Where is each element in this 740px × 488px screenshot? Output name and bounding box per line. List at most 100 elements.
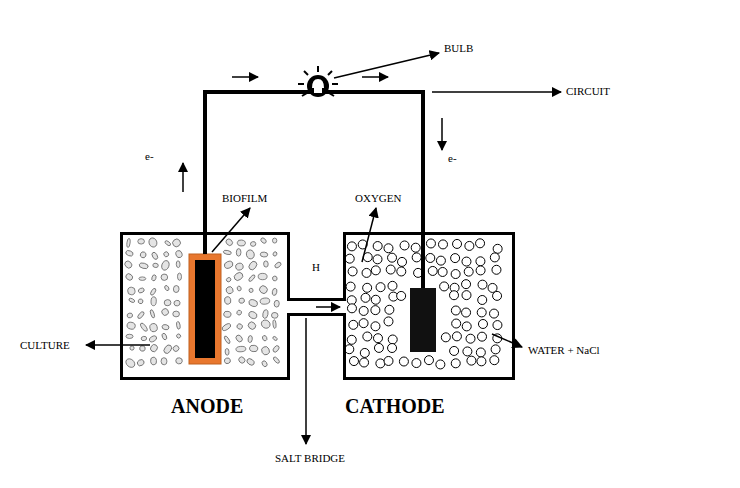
microbe (238, 356, 247, 365)
microbe (235, 334, 244, 343)
microbe (139, 262, 149, 269)
label: WATER + NaCl (528, 344, 600, 356)
microbe (175, 250, 183, 259)
oxygen-bubble (385, 305, 394, 314)
ion-flow-arrow (316, 306, 340, 308)
oxygen-bubble (347, 304, 356, 313)
oxygen-bubble (347, 335, 356, 344)
microbe (272, 238, 277, 243)
microbe (139, 251, 147, 259)
oxygen-bubble (374, 343, 383, 352)
label: OXYGEN (355, 192, 401, 204)
microbe (236, 346, 246, 352)
oxygen-bubble (463, 347, 472, 356)
microbe (161, 274, 168, 281)
salt-bridge-wall (289, 315, 345, 381)
oxygen-bubble (426, 253, 435, 262)
microbe (139, 322, 148, 332)
microbe (149, 323, 158, 333)
oxygen-bubble (452, 319, 461, 328)
oxygen-bubble (465, 241, 474, 250)
oxygen-bubble (348, 267, 357, 276)
leader-line (334, 53, 439, 78)
oxygen-bubble (493, 244, 502, 253)
electron-flow-arrow (362, 76, 388, 78)
oxygen-bubble (477, 308, 486, 317)
microbe (260, 298, 270, 305)
microbe (274, 300, 280, 307)
microbe (249, 288, 254, 293)
label-text: BULB (444, 42, 473, 54)
oxygen-bubble (388, 335, 397, 344)
microbe (223, 250, 232, 256)
microbe (176, 261, 180, 268)
oxygen-bubble (363, 283, 372, 292)
label-text: BIOFILM (222, 192, 267, 204)
oxygen-bubble (462, 322, 471, 331)
oxygen-bubble (359, 319, 368, 328)
microbe (171, 237, 182, 248)
label-text: CULTURE (20, 339, 70, 351)
oxygen-bubble (490, 309, 499, 318)
circuit-wire (205, 92, 423, 232)
microbe (260, 345, 271, 356)
microbe (177, 273, 181, 280)
oxygen-bubble (438, 240, 447, 249)
bulb-symbol (298, 66, 338, 97)
microbe (250, 241, 256, 247)
oxygen-bubble (493, 321, 502, 330)
chamber: CATHODE (343, 232, 515, 380)
oxygen-bubble (363, 332, 372, 341)
oxygen-bubble (361, 293, 370, 302)
microbe (128, 297, 135, 303)
microbe (249, 345, 258, 353)
microbe (272, 288, 278, 296)
oxygen-bubble (424, 356, 433, 365)
oxygen-bubble (345, 254, 354, 263)
wire (421, 232, 425, 288)
oxygen-bubble (376, 359, 385, 368)
oxygen-bubble (462, 291, 471, 300)
oxygen-bubble (412, 253, 421, 262)
oxygen-bubble (478, 319, 487, 328)
microbe (139, 345, 146, 352)
microbe (272, 251, 277, 257)
microbe (124, 357, 136, 369)
oxygen-bubble (490, 253, 499, 262)
microbe (272, 276, 277, 282)
oxygen-bubble (397, 291, 406, 300)
microbe (224, 296, 232, 305)
oxygen-bubble (376, 283, 385, 292)
label: SALT BRIDGE (275, 452, 345, 464)
microbe (248, 310, 258, 319)
oxygen-bubble (462, 280, 471, 289)
microbe (151, 274, 157, 281)
oxygen-bubble (478, 280, 487, 289)
oxygen-bubble (371, 322, 380, 331)
oxygen-bubble (436, 256, 445, 265)
leader-line (86, 344, 150, 346)
oxygen-bubble (388, 344, 397, 353)
oxygen-bubble (476, 348, 485, 357)
oxygen-bubble (388, 253, 397, 262)
oxygen-bubble (436, 360, 445, 369)
microbe (161, 307, 170, 316)
label-text: CIRCUIT (566, 85, 610, 97)
oxygen-bubble (450, 346, 459, 355)
oxygen-bubble (412, 359, 421, 368)
oxygen-bubble (360, 358, 369, 367)
microbe (173, 311, 180, 317)
microbe (271, 312, 278, 318)
anode-electrode (195, 260, 215, 358)
microbe (260, 237, 267, 244)
leader-line (432, 91, 561, 93)
microbe (247, 260, 258, 271)
oxygen-bubble (428, 266, 437, 275)
microbe (125, 272, 134, 281)
oxygen-bubble (345, 345, 354, 354)
microbe (126, 238, 130, 247)
leader-line (492, 334, 522, 347)
microbe (161, 358, 167, 365)
label-text: e- (145, 150, 154, 162)
oxygen-bubble (493, 291, 502, 300)
